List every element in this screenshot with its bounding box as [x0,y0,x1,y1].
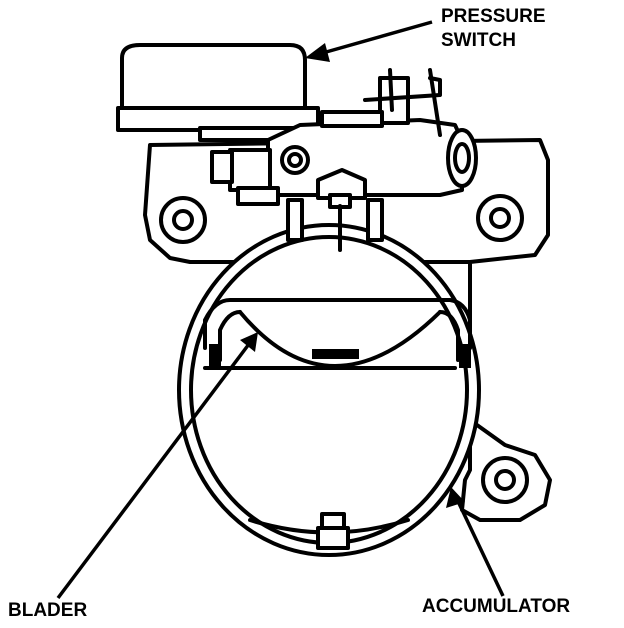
callout-accumulator-arrow [446,487,505,597]
lower-bolt-hole-outer [481,456,529,504]
right-bolt-hole-inner [489,207,511,229]
accumulator-body [177,223,481,557]
bladder [203,298,472,368]
valve-block [210,68,478,252]
label-accumulator: ACCUMULATOR [422,596,570,617]
left-bolt-hole-outer [159,196,207,244]
label-pressure-switch-line1: PRESSURE [441,6,546,27]
pressure-switch-housing [116,43,320,142]
mounting-bracket [143,138,552,522]
callout-blader-arrow [56,332,258,600]
left-bolt-hole-inner [172,209,194,231]
right-bolt-hole-outer [476,194,524,242]
label-blader: BLADER [8,600,87,621]
callout-pressure-switch-arrow [305,20,433,62]
label-pressure-switch-line2: SWITCH [441,30,516,51]
lower-bolt-hole-inner [494,469,516,491]
